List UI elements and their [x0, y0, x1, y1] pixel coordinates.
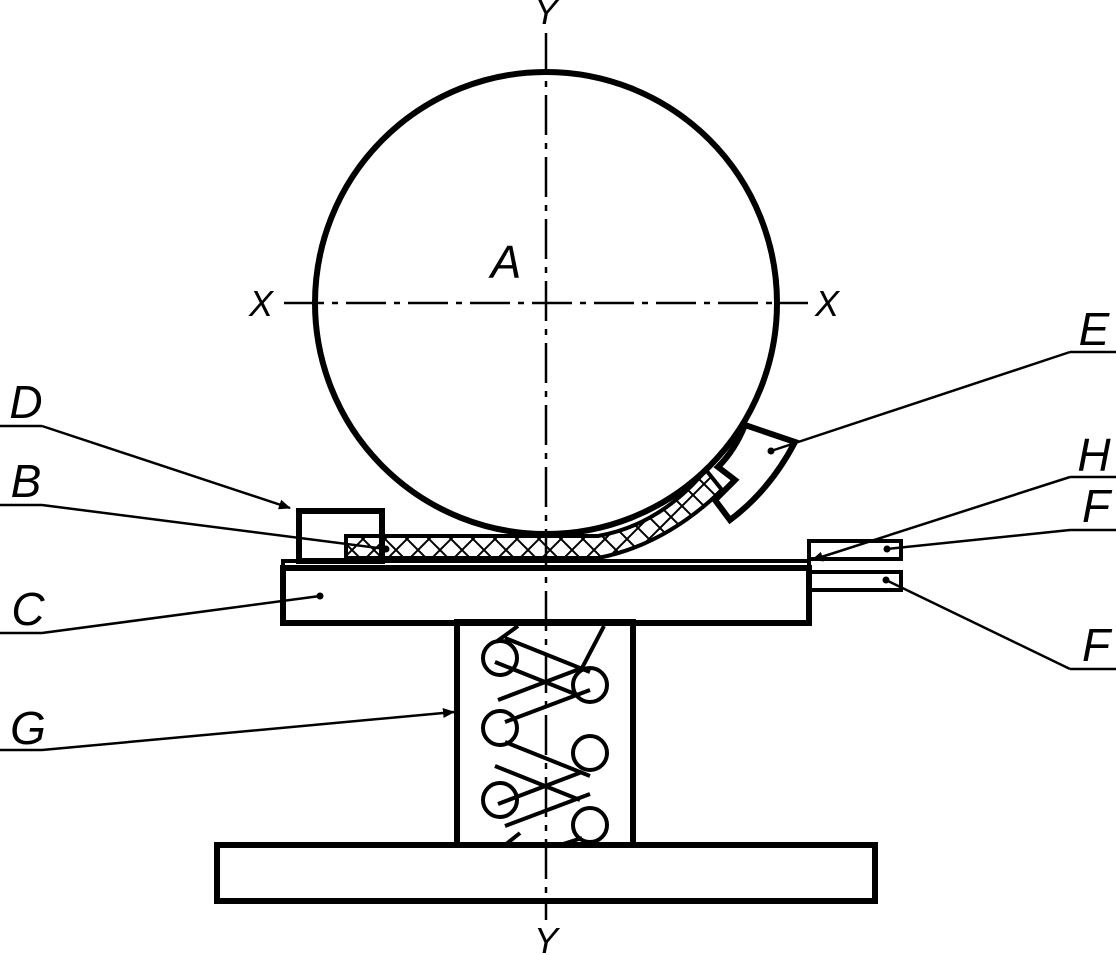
leader-f-upper — [886, 528, 1071, 551]
dot-f-lower — [882, 576, 890, 584]
dot-c — [316, 592, 324, 600]
terminal-f-upper — [807, 539, 903, 561]
label-f-lower: F — [1082, 619, 1113, 671]
dot-b — [382, 545, 390, 553]
leader-d — [41, 424, 291, 510]
label-b: B — [11, 455, 42, 507]
spring-coil — [481, 639, 519, 677]
leader-h — [811, 475, 1071, 562]
spring-coil — [481, 781, 519, 819]
x-axis-label-right: X — [814, 283, 841, 324]
label-d: D — [9, 376, 42, 428]
leader-f-lower — [885, 578, 1071, 671]
y-axis-label-top: Y — [534, 0, 561, 32]
terminal-f-lower — [807, 570, 903, 592]
dot-e — [767, 447, 775, 455]
leader-c — [41, 594, 321, 635]
leader-e — [770, 350, 1071, 453]
label-h: H — [1077, 429, 1111, 481]
spring-coil — [571, 806, 609, 844]
label-g: G — [10, 702, 46, 754]
leader-b — [41, 503, 387, 551]
spring-g — [481, 624, 609, 847]
y-axis-label-bottom: Y — [534, 920, 561, 955]
spring-coil — [571, 734, 609, 772]
label-e: E — [1079, 303, 1111, 355]
label-c: C — [11, 583, 45, 635]
label-a: A — [488, 236, 522, 288]
spring-coil — [481, 709, 519, 747]
leader-g — [41, 708, 455, 752]
label-f-upper: F — [1082, 480, 1113, 532]
spring-coil — [571, 666, 609, 704]
clamp-e — [711, 421, 800, 525]
x-axis-label-left: X — [248, 283, 275, 324]
dot-f-upper — [883, 545, 891, 553]
